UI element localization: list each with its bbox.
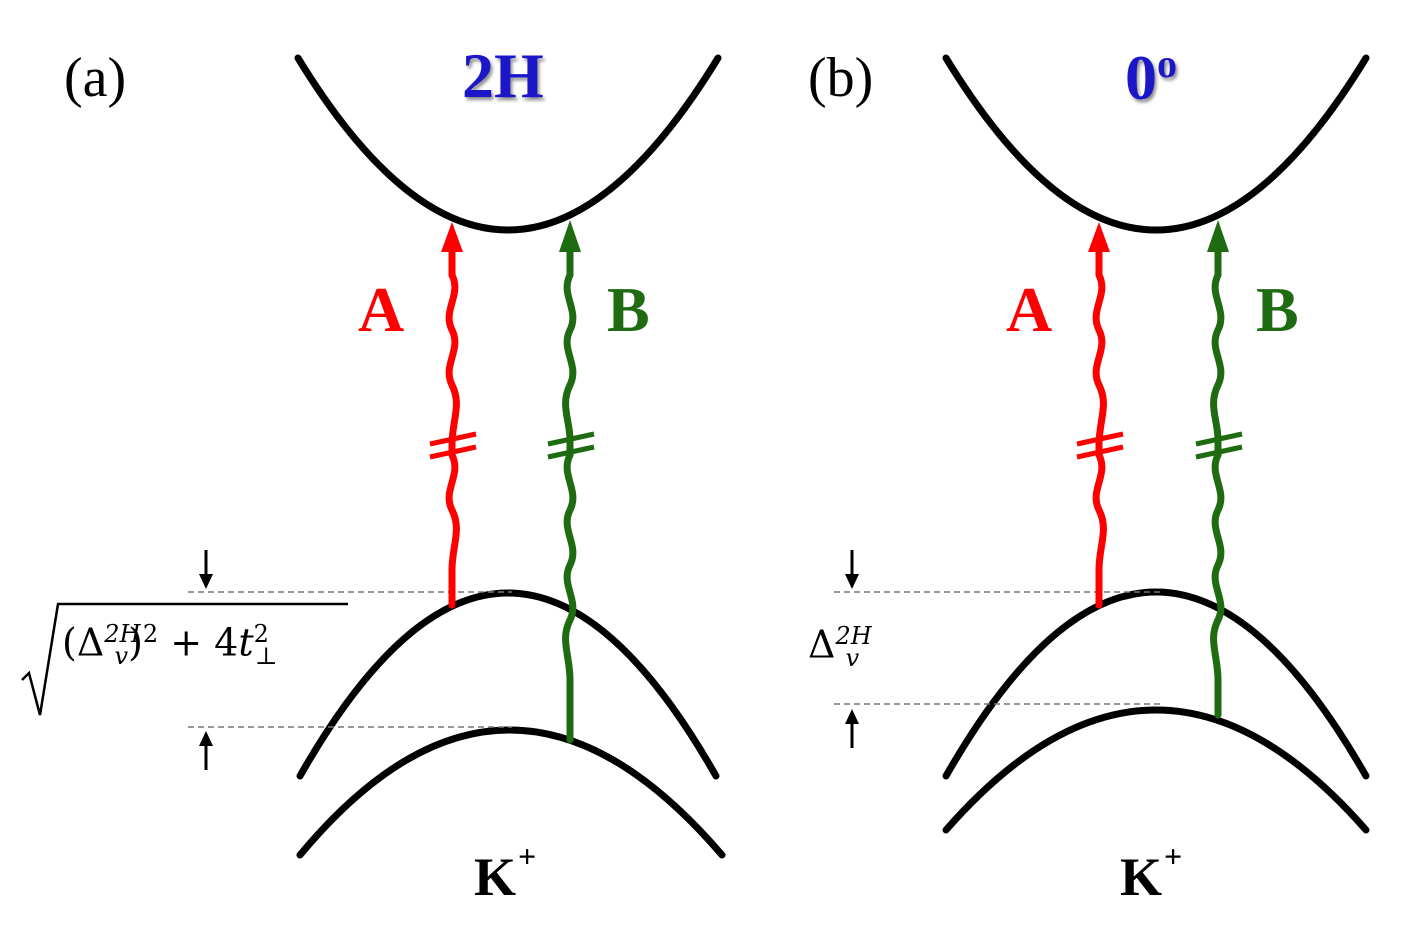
panel-b-gap-label: Δ2Hv	[808, 622, 872, 673]
panel-b-break-a-2	[1076, 444, 1124, 460]
panel-a-transition-b	[562, 236, 577, 744]
panel-a-conduction-band	[294, 54, 722, 234]
panel-b-upper-valence-band	[942, 588, 1370, 780]
panel-a-break-a-2	[429, 444, 477, 460]
panel-b-graphics	[834, 54, 1370, 834]
panel-b-valley-name: K	[1120, 847, 1163, 907]
panel-a-gap-arrow-down	[199, 550, 213, 589]
panel-b-gap-arrow-up	[845, 709, 859, 748]
panel-b-lower-valence-band	[942, 706, 1370, 834]
panel-b-break-b-1	[1195, 431, 1243, 447]
panel-a-upper-valence-band	[296, 589, 720, 780]
panel-a-gap-arrow-up	[199, 731, 213, 770]
panel-b-arrowhead-b	[1207, 220, 1229, 252]
panel-b-arrowhead-a	[1088, 222, 1110, 252]
panel-b-conduction-band	[942, 54, 1370, 234]
panel-b-valley-label: K+	[1120, 840, 1182, 904]
panel-b-transition-b-label: B	[1256, 274, 1299, 345]
panel-a-gap-label: (Δ2Hv)2 + 4t2⊥	[62, 620, 278, 671]
panel-a-transition-b-label: B	[607, 274, 650, 345]
panel-a-break-b-1	[547, 431, 595, 447]
panel-a-valley-label: K+	[474, 840, 536, 904]
panel-b-valley-sup: +	[1164, 838, 1183, 874]
panel-a-arrowhead-a	[441, 222, 463, 252]
panel-b-title: 0o	[1125, 41, 1177, 113]
panel-a-label: (a)	[64, 47, 127, 109]
panel-a-valley-name: K	[474, 847, 517, 907]
panel-b-label: (b)	[808, 47, 874, 109]
panel-b-gap-arrow-down	[845, 550, 859, 589]
panel-b-break-a-1	[1076, 431, 1124, 447]
panel-a-graphics	[21, 54, 726, 859]
panel-a-arrowhead-b	[559, 220, 581, 252]
panel-b-transition-b	[1210, 236, 1225, 719]
panel-a-sqrt-sign	[21, 602, 348, 716]
panel-a-break-b-2	[547, 444, 595, 460]
panel-a-transition-a	[445, 236, 460, 609]
panel-b-transition-a	[1092, 236, 1107, 609]
panel-a-valley-sup: +	[518, 838, 537, 874]
panel-a-transition-a-label: A	[358, 274, 405, 345]
panel-b-break-b-2	[1195, 444, 1243, 460]
panel-a-break-a-1	[429, 431, 477, 447]
panel-a-title: 2H	[462, 40, 544, 111]
panel-b-transition-a-label: A	[1006, 274, 1053, 345]
panel-a-lower-valence-band	[296, 726, 726, 859]
